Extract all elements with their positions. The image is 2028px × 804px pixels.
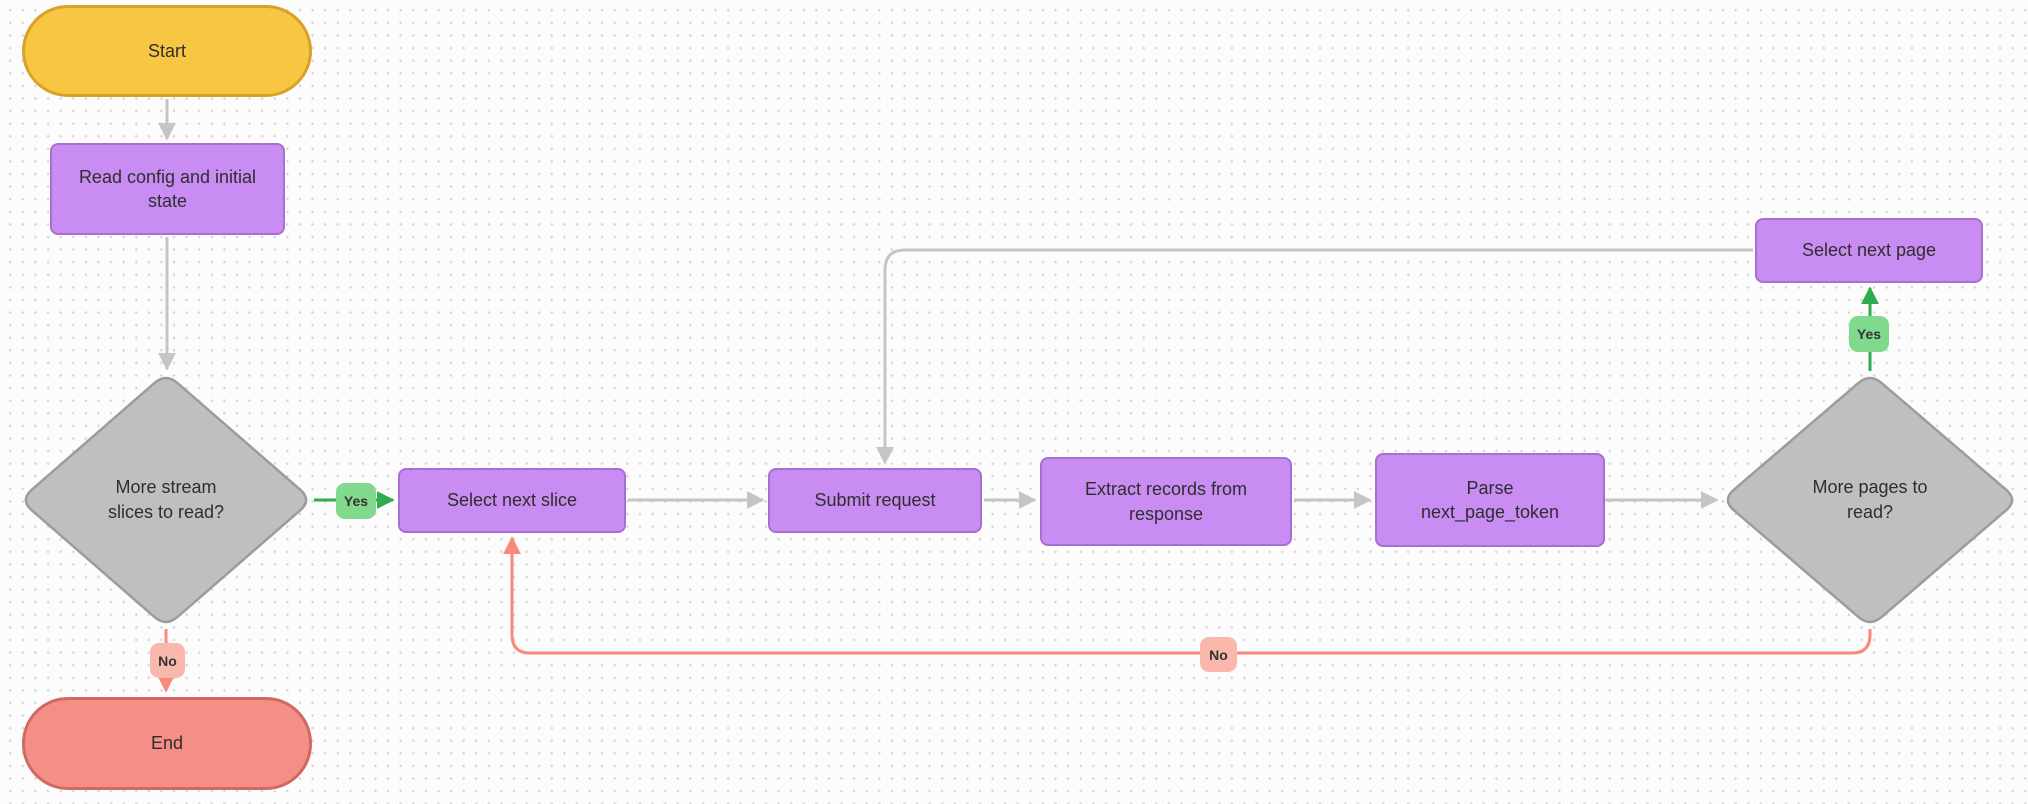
node-submit-request[interactable]: Submit request bbox=[768, 468, 982, 533]
node-start[interactable]: Start bbox=[22, 5, 312, 97]
edge-more-pages-no bbox=[503, 536, 1872, 655]
edge-next-page-to-submit bbox=[876, 248, 1753, 465]
edge-label-more-pages-no[interactable]: No bbox=[1200, 637, 1237, 672]
edge-label-more-slices-yes[interactable]: Yes bbox=[336, 483, 376, 519]
node-more-pages-label: More pages to read? bbox=[1812, 476, 1928, 522]
node-more-slices-label: More stream slices to read? bbox=[107, 476, 225, 522]
decision-more-slices-shape[interactable] bbox=[24, 376, 308, 624]
edge-label-more-pages-yes[interactable]: Yes bbox=[1849, 316, 1889, 352]
node-select-next-page[interactable]: Select next page bbox=[1755, 218, 1983, 283]
node-end[interactable]: End bbox=[22, 697, 312, 790]
node-extract-records[interactable]: Extract records from response bbox=[1040, 457, 1292, 546]
decision-more-pages-shape[interactable] bbox=[1726, 376, 2014, 624]
node-read-config[interactable]: Read config and initial state bbox=[50, 143, 285, 235]
node-select-next-slice[interactable]: Select next slice bbox=[398, 468, 626, 533]
edge-label-more-slices-no[interactable]: No bbox=[150, 643, 185, 678]
node-parse-next-page-token[interactable]: Parse next_page_token bbox=[1375, 453, 1605, 547]
